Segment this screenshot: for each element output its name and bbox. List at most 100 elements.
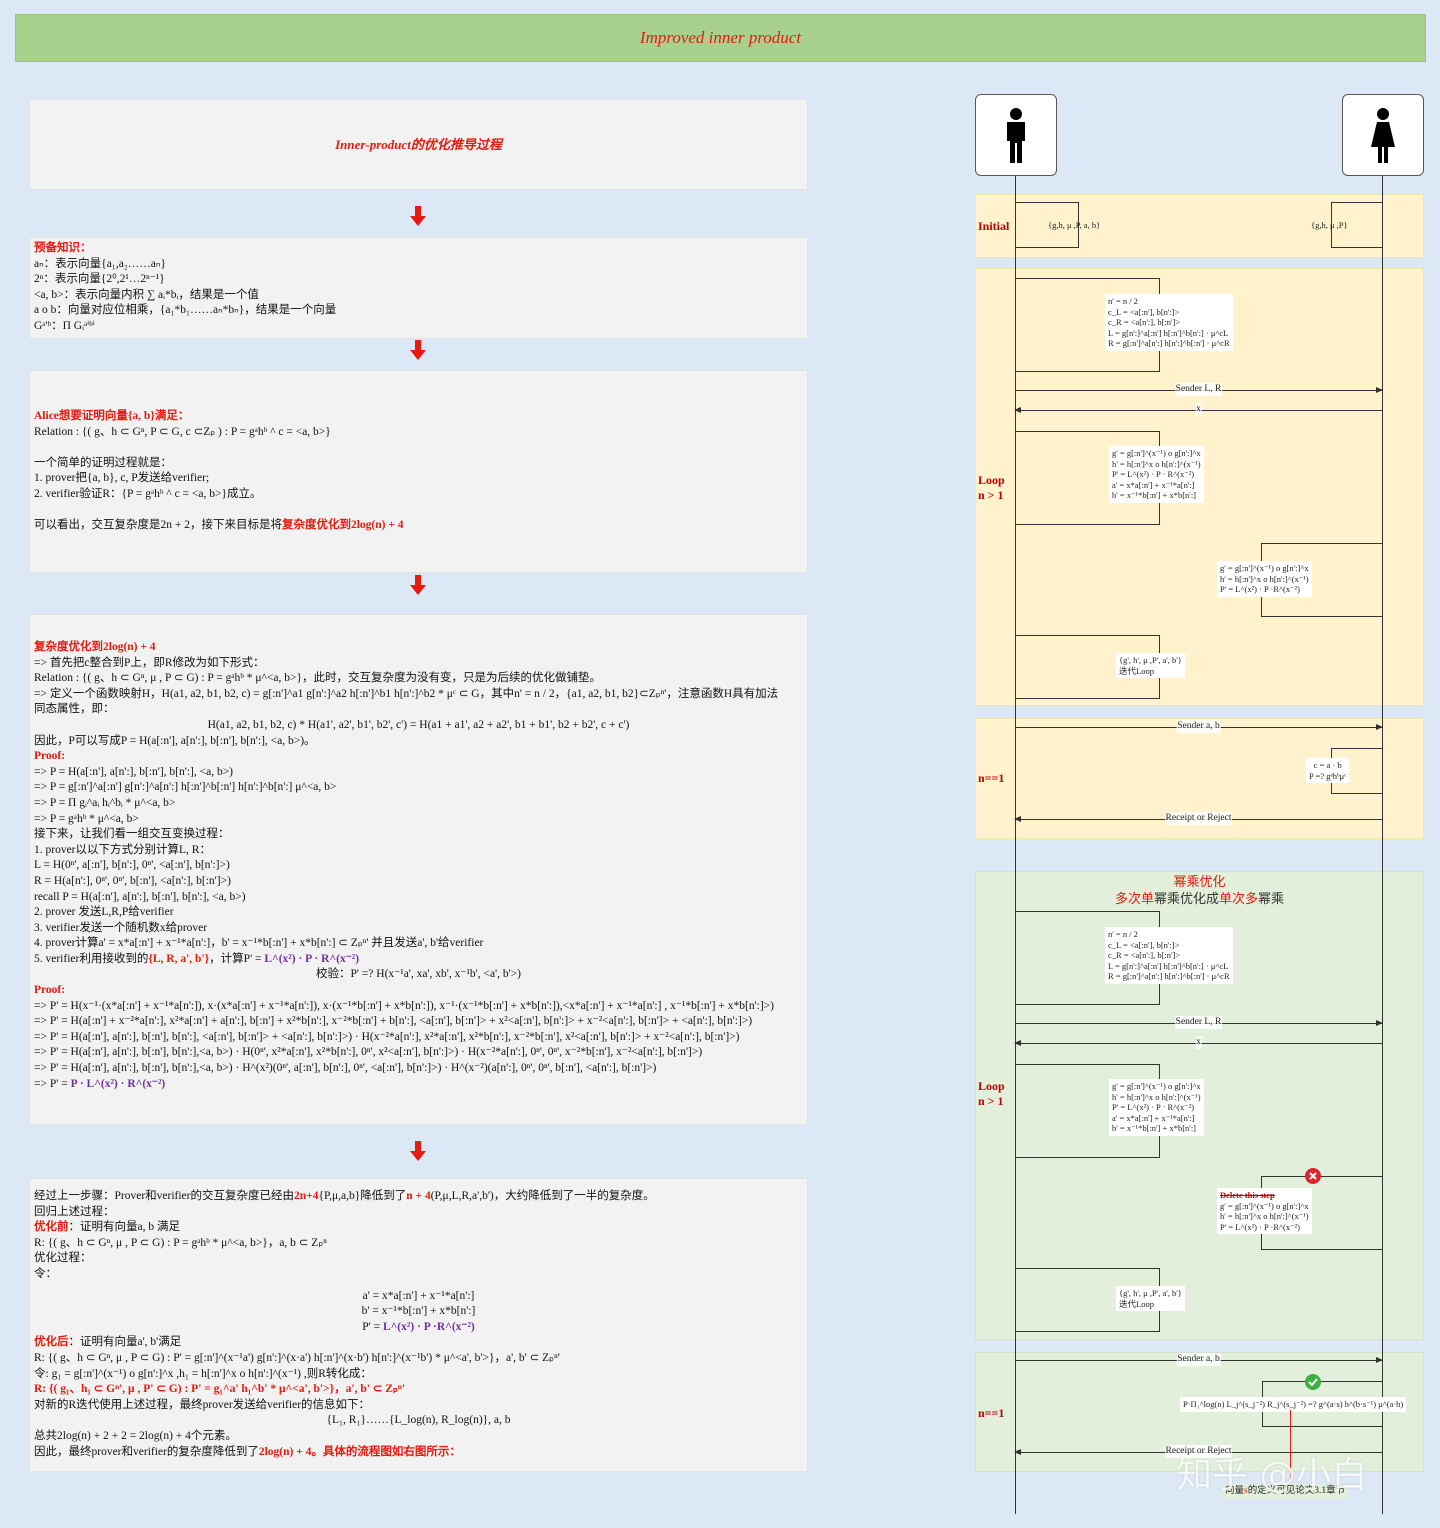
delete-step-label: Delete this step [1220,1190,1275,1200]
note-line: P' = L^(x²) · P · R^(x⁻²) [1112,1102,1195,1112]
arrowhead-icon [1014,816,1021,822]
summary-text: 经过上一步骤：Prover和verifier的交互复杂度已经由 [34,1190,294,1202]
homomorphic-formula: H(a1, a2, b1, b2, c) * H(a1', a2', b1', … [207,718,630,731]
note-line: P' = L^(x²) · P ·R^(x⁻²) [1220,584,1300,594]
summary-highlight: 2n+4 [294,1190,319,1202]
after-text: ：证明有向量a', b'满足 [68,1336,182,1349]
title-highlight: 多次单 [1114,892,1154,907]
prover-fold-note: g' = g[:n']^(x⁻¹) o g[n':]^x h' = h[:n']… [1109,446,1204,503]
final-round-label: n==1 [978,1406,1005,1420]
proof-line: => P' = H(a[:n'], a[n':], b[:n'], b[n':]… [34,1062,657,1075]
final-round-label: n==1 [978,771,1005,785]
final-line: 因此，最终prover和verifier的复杂度降低到了2log(n) + 4。… [34,1445,803,1461]
proof-line: => P = gᵃhᵇ * μ^<a, b> [34,812,139,825]
complexity-target: 复杂度优化到2log(n) + 4 [281,519,404,532]
send-x-message: x [1014,1036,1382,1049]
message-label: x [1195,1036,1202,1049]
summary-line: 令: g₁ = g[:n']^(x⁻¹) o g[n':]^x ,h₁ = h[… [34,1367,372,1380]
optimization-line: 同态属性，即： [34,703,115,716]
note-line: R = g[:n']^a[n':] h[n':]^b[:n'] · μ^cR [1108,971,1230,981]
blank-line [34,503,803,519]
derivation-title: Inner-product的优化推导过程 [335,136,502,152]
proof-line: => P = Π gᵢ^aᵢ hᵢ^bᵢ * μ^<a, b> [34,796,176,809]
footnote-text: 的定义可见论文3.1章节 [1247,1486,1346,1496]
verifier-lifeline [1382,176,1383,1514]
message-label: Sender L, R [1174,1016,1223,1029]
summary-panel: 经过上一步骤：Prover和verifier的交互复杂度已经由2n+4{P,μ,… [29,1178,808,1472]
note-line: g' = g[:n']^(x⁻¹) o g[n':]^x [1112,448,1201,458]
summary-text: (P,μ,L,R,a',b')，大约降低到了一半的复杂度。 [430,1190,655,1202]
prover-actor [975,94,1057,176]
proof-line: => P = g[:n']^a[:n'] g[n':]^a[n':] h[:n'… [34,781,337,794]
footnote-text: 向量 [1225,1486,1245,1496]
blank-line [34,440,803,456]
prerequisite-heading: 预备知识： [34,242,92,254]
send-x-message: x [1014,403,1382,416]
note-line: P =? gᵃhᵇμᶜ [1309,770,1347,781]
down-arrow-icon [410,575,426,595]
relation-line: Relation : {( g、h ⊂ Gⁿ, P ⊂ G, c ⊂Zₚ ) :… [34,425,331,438]
step5-formula: L^(x²) · P · R^(x⁻²) [264,952,360,965]
verify-line: 校验：P' =? H(x⁻¹a', xa', xb', x⁻¹b', <a', … [315,968,522,981]
exchange-line: 接下来，让我们看一组交互变换过程： [34,828,230,841]
prerequisite-line: Gᵃ'ᵇ：Π Gᵢᵃⁱᵇⁱ [34,319,95,332]
alice-heading: Alice想要证明向量{a, b}满足： [34,410,190,422]
note-line: h' = h[:n']^x o h[n':]^(x⁻¹) [1112,458,1201,469]
note-line: n' = n / 2 [1108,929,1138,939]
title-text: 幂乘 [1258,892,1285,907]
exchange-line: 1. prover以以下方式分别计算L, R： [34,843,211,856]
optimization-title: 幂乘优化 多次单幂乘优化成单次多幂乘 [976,874,1423,908]
step5-prefix: 5. verifier利用接收到的 [34,952,149,965]
summary-line: 对新的R迭代使用上述过程，最终prover发送给verifier的信息如下： [34,1398,371,1411]
complexity-prefix: 可以看出，交互复杂度是2n + 2，接下来目标是将 [34,519,282,532]
message-label: Receipt or Reject [1164,1445,1233,1458]
summary-highlight: n + 4 [406,1190,431,1202]
note-line: g' = g[:n']^(x⁻¹) o g[n':]^x [1220,1200,1309,1211]
optimization-title-line2: 多次单幂乘优化成单次多幂乘 [976,891,1423,908]
proof-line: => P' = H(a[:n'], a[n':], b[:n'], b[n':]… [34,1046,703,1059]
note-line: c = a · b [1313,760,1342,770]
step5-line: 5. verifier利用接收到的{L, R, a', b'}，计算P' = L… [34,952,803,968]
optimization-line: => 定义一个函数映射H，H(a1, a2, b1, b2, c) = g[:n… [34,687,779,700]
final-text: 因此，最终prover和verifier的复杂度降低到了 [34,1445,259,1458]
note-line: P' = L^(x²) · P · R^(x⁻²) [1112,469,1195,479]
arrowhead-icon [1376,1357,1383,1363]
final-check-note: P·Π₁^log(n) L_j^(s_j⁻²) R_j^(s_j⁻²) =? g… [1180,1397,1407,1412]
initial-label: Initial [978,219,1010,233]
note-line: b' = x⁻¹*b[:n'] + x*b[n':] [1112,1123,1197,1133]
note-line: 迭代Loop [1119,665,1154,676]
proof-heading: Proof: [34,984,66,997]
new-relation: R: {( g₁、h₁ ⊂ Gⁿ', μ , P' ⊂ G) : P' = g₁… [34,1383,406,1396]
summary-line: {L₁, R₁}……{L_log(n), R_log(n)}, a, b [326,1414,511,1427]
complexity-line: 可以看出，交互复杂度是2n + 2，接下来目标是将复杂度优化到2log(n) +… [34,518,803,534]
proof-line: => P' = H(a[:n'] + x⁻²*a[n':], x²*a[:n']… [34,1015,753,1028]
verifier-init-loop [1331,202,1383,248]
proof-heading: Proof: [34,750,66,763]
send-ab-message: Sender a, b [1015,720,1383,733]
note-line: c_L = <a[:n'], b[n':]> [1108,306,1180,317]
prover-init-note: {g,h, μ ,P, a, b} [1048,220,1101,230]
verifier-check-note: c = a · b P =? gᵃhᵇμᶜ [1306,758,1350,783]
optimization-line: => 首先把c整合到P上，即R修改为如下形式： [34,656,265,669]
final-highlight: 2log(n) + 4。具体的流程图如右图所示： [258,1445,461,1458]
note-line: 迭代Loop [1119,1298,1154,1309]
summary-line: 总共2log(n) + 2 + 2 = 2log(n) + 4个元素。 [34,1429,237,1442]
summary-line: R: {( g、h ⊂ Gⁿ, μ , P ⊂ G) : P' = g[:n']… [34,1351,560,1364]
verifier-init-note: {g,h, μ ,P} [1311,220,1348,230]
note-line: L = g[n':]^a[:n'] h[:n']^b[n':] · μ^cL [1108,960,1229,971]
footnote-pointer [1290,1410,1291,1480]
verifier-fold-note: g' = g[:n']^(x⁻¹) o g[n':]^x h' = h[:n']… [1217,561,1312,597]
note-line: h' = h[:n']^x o h[n':]^(x⁻¹) [1220,573,1309,584]
exchange-line: 2. prover 发送L,R,P给verifier [34,906,174,919]
arrowhead-icon [1376,387,1383,393]
centered-formula: P' = L^(x²) · P ·R^(x⁻²) [34,1320,803,1336]
message-label: Sender L, R [1174,383,1223,396]
proof-final-line: => P' = P · L^(x²) · R^(x⁻²) [34,1077,803,1093]
centered-formula: b' = x⁻¹*b[:n'] + x*b[n':] [361,1305,476,1318]
note-line: {g', h', μ ,P', a', b'} [1119,655,1182,665]
exchange-line: L = H(0ⁿ', a[:n'], b[n':], 0ⁿ', <a[:n'],… [34,859,230,872]
formula-prefix: P' = [362,1320,383,1333]
optimization-heading: 复杂度优化到2log(n) + 4 [34,641,156,653]
proof-text: 一个简单的证明过程就是： [34,456,172,469]
prerequisite-line: <a, b>：表示向量内积 ∑ aᵢ*bᵢ，结果是一个值 [34,288,259,301]
